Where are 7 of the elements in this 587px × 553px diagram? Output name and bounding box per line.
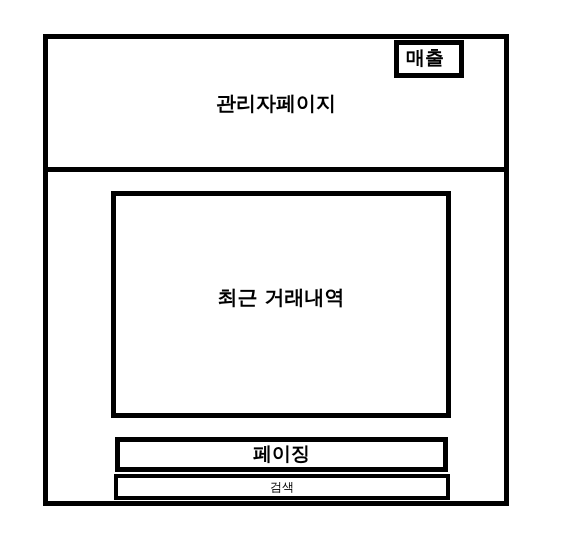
page-frame: [43, 34, 509, 506]
header-title: 관리자페이지: [216, 90, 336, 116]
content-box: 최근 거래내역: [111, 191, 451, 418]
header-band: [48, 39, 504, 172]
pagination-bar: 페이징: [115, 437, 448, 472]
menu-button: 매출: [394, 40, 464, 78]
search-bar: 검색: [114, 474, 450, 500]
